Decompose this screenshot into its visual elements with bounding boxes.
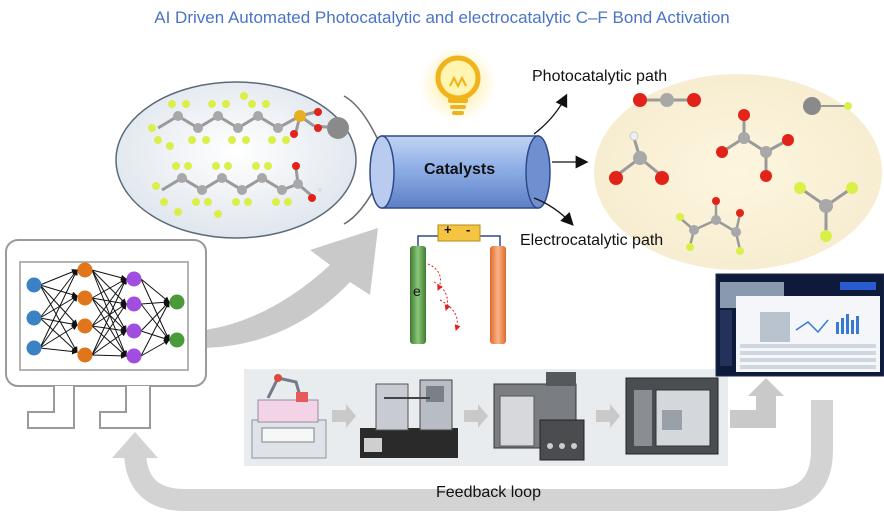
electrode-plus-label: + xyxy=(444,222,452,237)
formic-molecule xyxy=(609,131,669,185)
cathode-electrode xyxy=(490,246,506,344)
to-dashboard-arrow xyxy=(730,378,784,428)
electrochemical-cell xyxy=(410,224,506,344)
cf2-molecule xyxy=(794,182,858,242)
pfas-molecule-bottom xyxy=(152,162,322,218)
electrocatalytic-path-label: Electrocatalytic path xyxy=(520,232,664,249)
catalyst-label: Catalysts xyxy=(424,161,496,178)
neural-network-edges xyxy=(39,269,170,359)
output-arrows xyxy=(533,93,589,226)
catalyst-cylinder xyxy=(369,135,551,209)
feedback-arrowhead xyxy=(112,432,158,458)
page-title: AI Driven Automated Photocatalytic and e… xyxy=(154,8,730,27)
reactor-module-image xyxy=(493,372,585,461)
product-region xyxy=(594,74,882,270)
light-bulb-icon xyxy=(420,46,496,122)
hf-molecule xyxy=(803,97,852,115)
reactant-ellipse xyxy=(115,81,357,239)
fluoro-acid-molecule xyxy=(676,197,744,255)
robot-workstation-image xyxy=(251,374,327,459)
electron-flow-arrows xyxy=(427,263,461,331)
liquid-handler-image xyxy=(360,379,458,458)
electron-label: e xyxy=(413,283,421,299)
anode-electrode xyxy=(410,246,426,344)
feedback-loop-arrow xyxy=(124,400,833,511)
neural-network-nodes xyxy=(26,262,185,364)
oxalate-molecule xyxy=(716,109,794,182)
feedback-loop-label: Feedback loop xyxy=(436,484,541,501)
photocatalytic-path-label: Photocatalytic path xyxy=(532,68,668,85)
ai-to-reactor-arrow xyxy=(205,228,378,348)
electrode-minus-label: - xyxy=(466,222,471,237)
dashboard-screenshot xyxy=(715,273,884,377)
enclosure-image xyxy=(625,377,719,455)
co2-molecule xyxy=(633,93,701,107)
automation-workflow xyxy=(244,369,784,466)
pfas-molecule-top xyxy=(148,92,349,150)
